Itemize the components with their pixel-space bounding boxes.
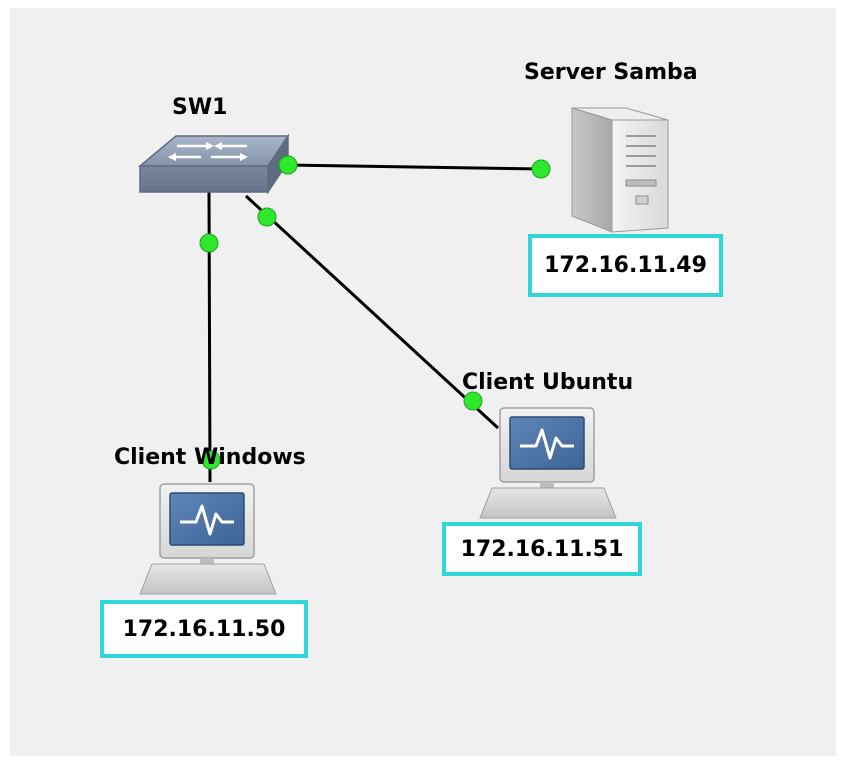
port-status-dot <box>531 159 551 179</box>
switch-label: SW1 <box>172 95 228 120</box>
network-switch-icon[interactable] <box>137 133 290 195</box>
port-status-dot <box>201 450 221 470</box>
client-ubuntu-ip-box: 172.16.11.51 <box>442 522 642 576</box>
desktop-monitor-icon[interactable] <box>139 483 277 595</box>
port-status-dot <box>278 155 298 175</box>
port-status-dot <box>257 207 277 227</box>
link-sw1-client-ubuntu[interactable] <box>244 194 500 430</box>
port-indicators <box>199 155 551 470</box>
server-ip-box: 172.16.11.49 <box>528 234 723 297</box>
desktop-monitor-icon[interactable] <box>479 407 617 519</box>
port-status-dot <box>199 233 219 253</box>
server-label: Server Samba <box>524 60 698 85</box>
port-status-dot <box>463 391 483 411</box>
client-windows-label: Client Windows <box>114 445 306 470</box>
client-ubuntu-label: Client Ubuntu <box>462 370 634 395</box>
link-sw1-server[interactable] <box>285 163 543 171</box>
client-windows-ip-box: 172.16.11.50 <box>100 600 308 658</box>
server-tower-icon[interactable] <box>571 107 669 233</box>
